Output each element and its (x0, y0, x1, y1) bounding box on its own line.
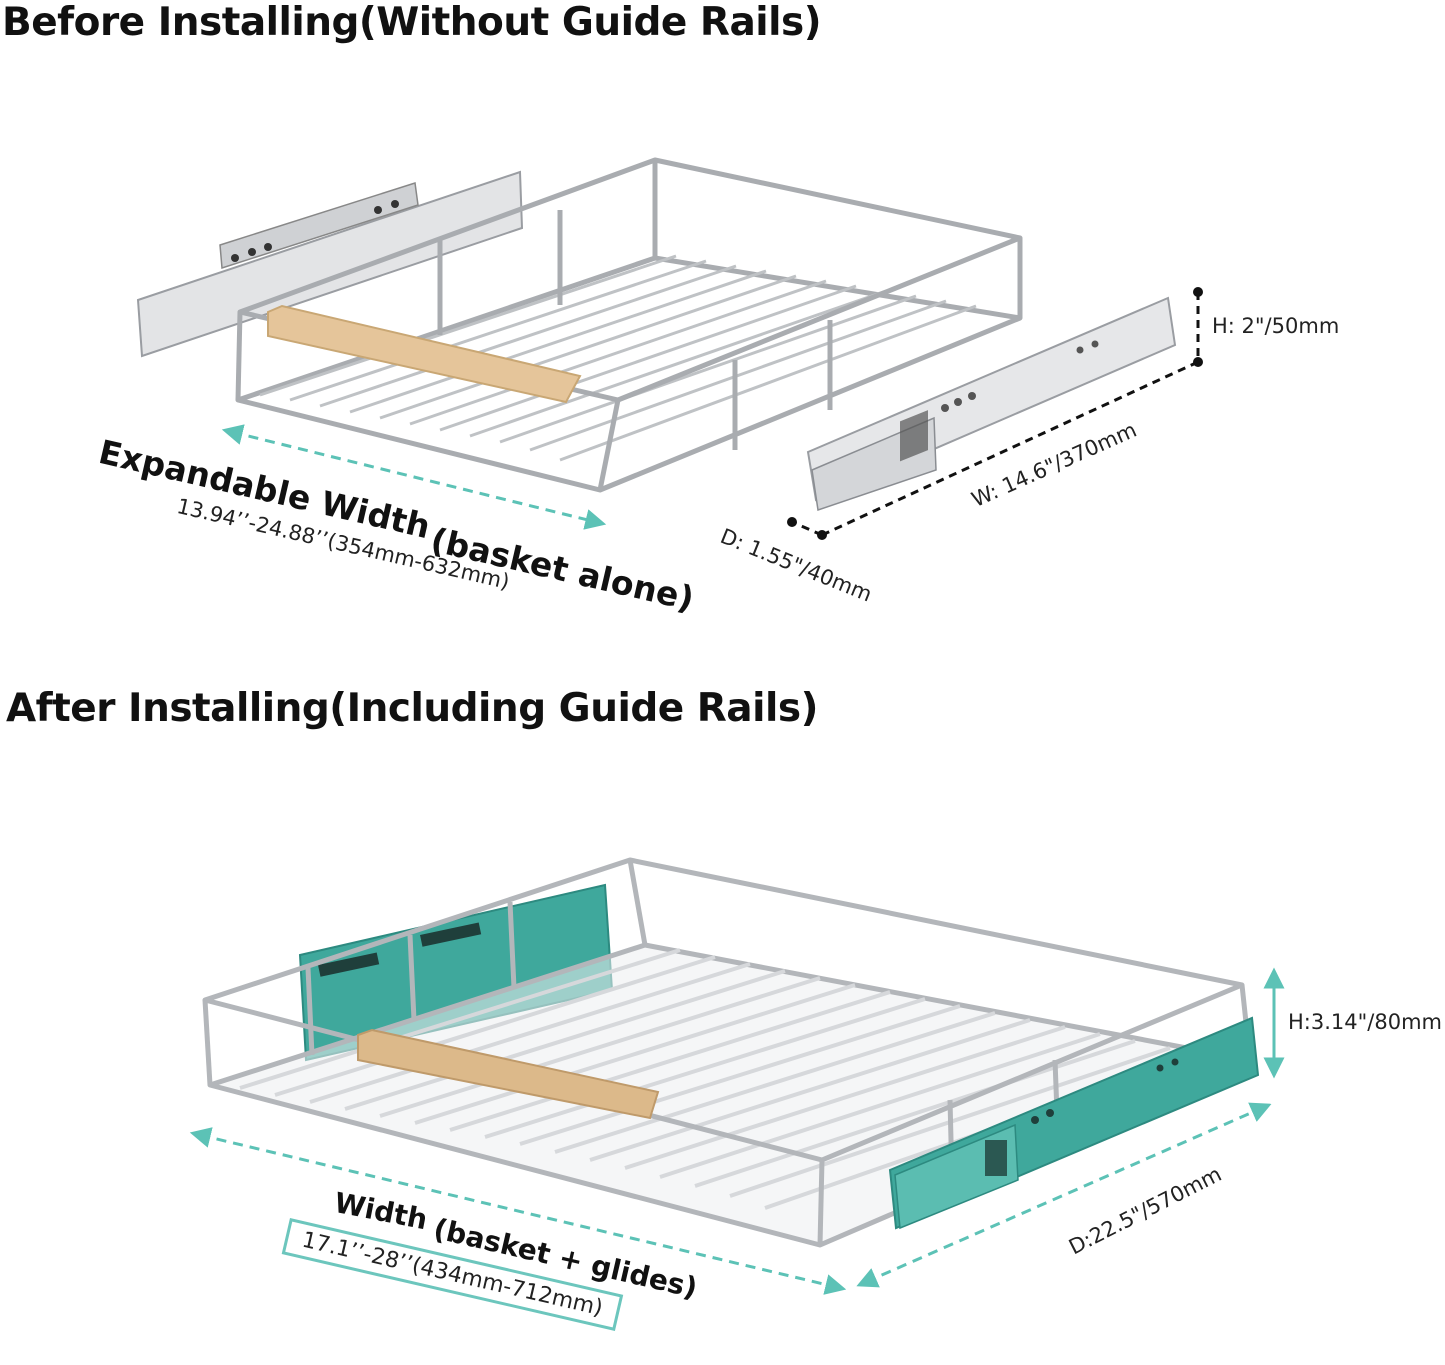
rail-height-label: H: 2"/50mm (1212, 314, 1340, 338)
installed-height-label: H:3.14"/80mm (1288, 1010, 1442, 1034)
left-guide-rail-top (136, 170, 524, 358)
basket-alone (235, 157, 1023, 493)
installed-dimension-lines (189, 967, 1285, 1295)
heading-before-installing: Before Installing(Without Guide Rails) (2, 0, 822, 45)
rail-dimension-lines (791, 292, 1200, 537)
right-guide-rail-top (806, 296, 1177, 511)
expandable-width-dimension-line (221, 424, 607, 530)
wooden-handle-top (267, 304, 582, 404)
installed-wooden-handle (357, 1028, 660, 1120)
dimension-dots (787, 287, 1203, 540)
heading-after-installing: After Installing(Including Guide Rails) (6, 686, 818, 731)
